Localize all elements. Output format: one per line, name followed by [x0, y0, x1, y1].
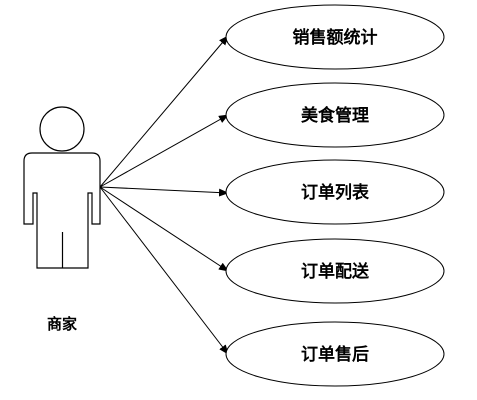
actor-name: 商家 — [47, 315, 77, 333]
actor-figure — [23, 106, 101, 269]
use-case-ellipse — [225, 159, 445, 225]
use-case-3: 订单列表 — [225, 159, 445, 225]
use-case-1: 销售额统计 — [225, 4, 445, 70]
use-case-label: 订单列表 — [301, 182, 370, 203]
association-arrow-2 — [99, 114, 229, 188]
use-case-ellipse — [225, 82, 445, 148]
actor-head — [39, 106, 85, 152]
association-arrow-4 — [99, 186, 229, 272]
use-case-label: 订单售后 — [301, 344, 369, 365]
actor-body — [23, 152, 101, 269]
associations — [99, 35, 229, 355]
use-case-4: 订单配送 — [225, 238, 445, 304]
association-arrow-3 — [99, 186, 229, 197]
association-arrow-5 — [99, 186, 229, 355]
use-case-2: 美食管理 — [225, 82, 445, 148]
use-case-ellipse — [225, 238, 445, 304]
use-case-ellipse — [225, 4, 445, 70]
association-arrow-1 — [99, 35, 229, 188]
use-case-label: 美食管理 — [301, 105, 369, 126]
use-case-label: 销售额统计 — [293, 27, 378, 48]
use-case-5: 订单售后 — [225, 321, 445, 387]
use-case-label: 订单配送 — [301, 261, 370, 282]
use-case-ellipse — [225, 321, 445, 387]
